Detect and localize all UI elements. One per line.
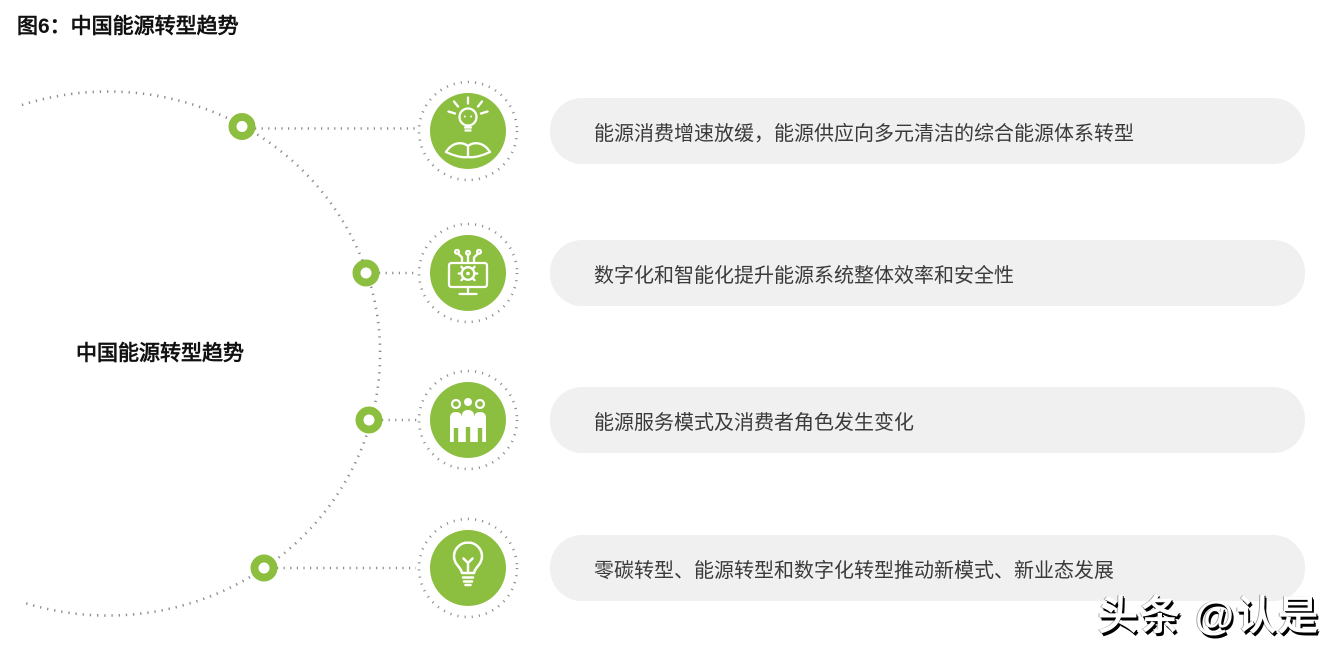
info-bar-1-label: 能源消费增速放缓，能源供应向多元清洁的综合能源体系转型 bbox=[594, 122, 1134, 145]
info-bar-1: 能源消费增速放缓，能源供应向多元清洁的综合能源体系转型 bbox=[550, 98, 1305, 164]
icon-node-3 bbox=[416, 368, 520, 472]
idea-open-book-icon bbox=[444, 96, 492, 159]
dotted-arc bbox=[21, 90, 382, 617]
info-bar-3: 能源服务模式及消费者角色发生变化 bbox=[550, 387, 1305, 453]
node-dot-1 bbox=[228, 113, 256, 140]
icon-node-2 bbox=[416, 221, 520, 325]
dotted-ring bbox=[417, 369, 519, 471]
info-bar-2: 数字化和智能化提升能源系统整体效率和安全性 bbox=[550, 240, 1305, 306]
node-dot-4 bbox=[250, 554, 278, 582]
info-bar-4-label: 零碳转型、能源转型和数字化转型推动新模式、新业态发展 bbox=[594, 559, 1114, 582]
node-dot-3 bbox=[355, 406, 383, 434]
info-bar-3-label: 能源服务模式及消费者角色发生变化 bbox=[594, 411, 914, 434]
dotted-ring bbox=[417, 517, 519, 619]
dotted-ring bbox=[417, 80, 519, 182]
node-dot-2 bbox=[352, 259, 380, 287]
page-title: 图6：中国能源转型趋势 bbox=[17, 15, 239, 38]
icon-node-4 bbox=[416, 516, 520, 620]
info-bar-4: 零碳转型、能源转型和数字化转型推动新模式、新业态发展 bbox=[550, 535, 1305, 601]
diagram-center-label: 中国能源转型趋势 bbox=[76, 342, 244, 365]
icon-node-1 bbox=[416, 79, 520, 183]
consumer-group-icon bbox=[450, 398, 486, 442]
dotted-ring bbox=[417, 222, 519, 324]
watermark: 头条 @认是 bbox=[1097, 594, 1320, 638]
info-bar-2-label: 数字化和智能化提升能源系统整体效率和安全性 bbox=[594, 264, 1014, 287]
digital-monitor-gear-icon bbox=[447, 248, 489, 296]
lightbulb-icon bbox=[452, 541, 484, 587]
